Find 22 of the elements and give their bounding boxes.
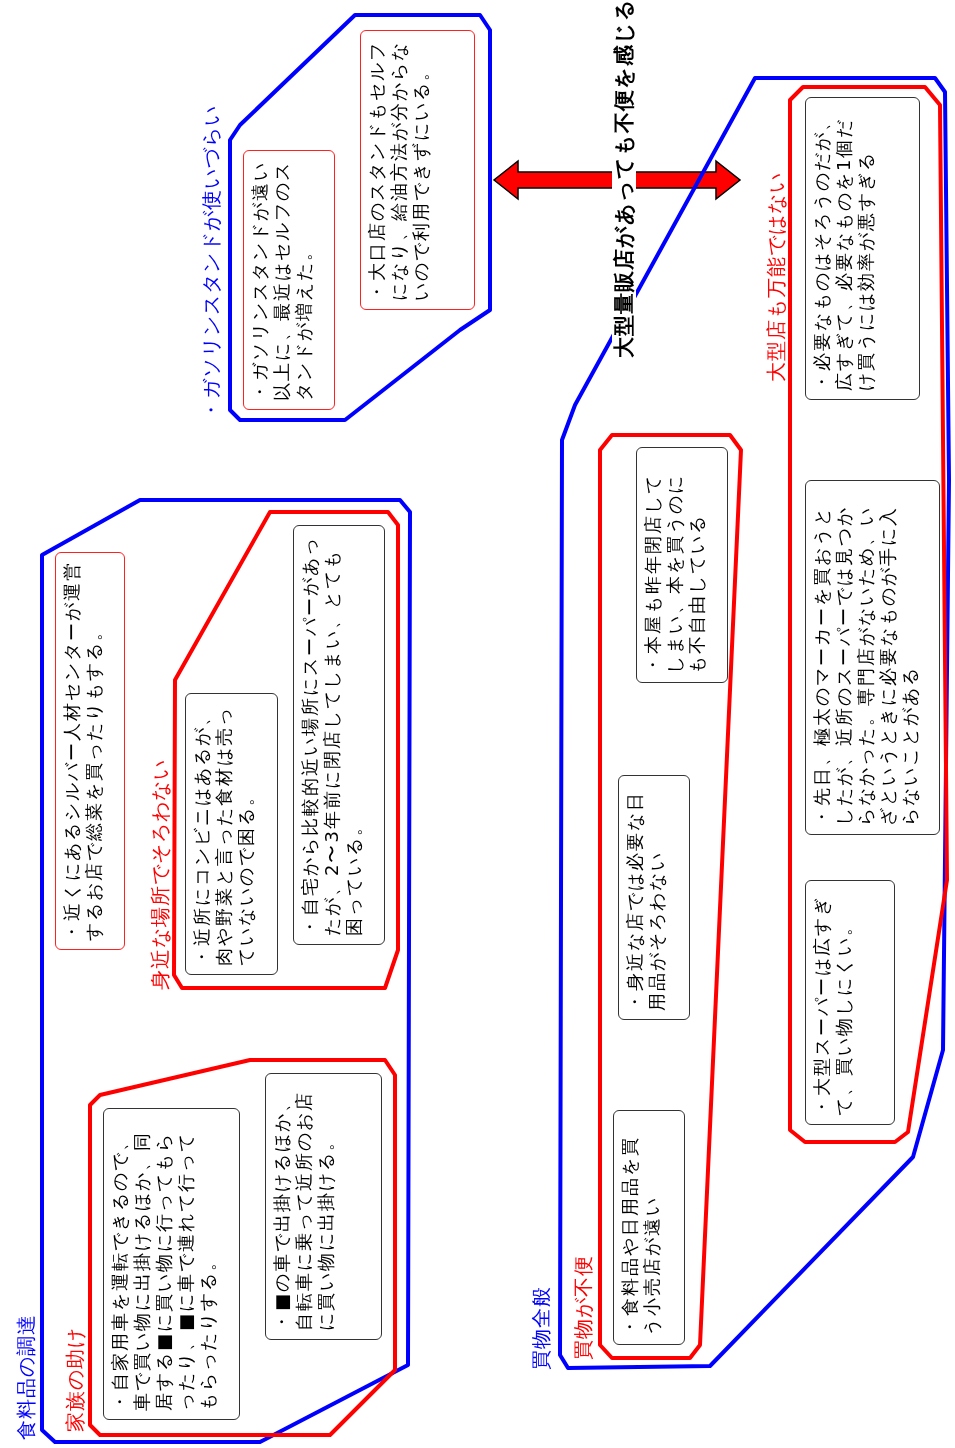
group-heading: 食料品の調達 <box>14 1314 38 1440</box>
edge-label: 大型量販店があっても不便を感じる <box>612 0 636 360</box>
group-heading: 身近な場所でそろわない <box>148 759 172 990</box>
note-card: ・大型スーパーは広すぎて、買い物しにくい。 <box>805 880 895 1125</box>
group-heading: ・ガソリンスタンドが使いづらい <box>199 105 223 420</box>
note-card: ・近所にコンビニはあるが、肉や野菜と言った食材は売っていないので困る。 <box>185 693 278 975</box>
note-card: ・先日、極太のマーカーを買おうとしたが、近所のスーパーでは見つからなかった。専門店がないため、いざというときに必要なものが手に入らないことがある <box>805 480 940 835</box>
group-heading: 家族の助け <box>63 1327 87 1432</box>
note-card: ・必要なものはそろうのだが、広すぎて、必要なものを1個だけ買うには効率が悪すぎる <box>805 97 920 400</box>
note-card: ・近くにあるシルバー人材センターが運営するお店で総菜を買ったりもする。 <box>55 552 125 950</box>
note-card: ・大口店のスタンドもセルフになり、給油方法が分からないので利用できずにいる。 <box>360 30 475 310</box>
double-arrow <box>492 159 742 201</box>
note-card: ・食料品や日用品を買う小売店が遠い <box>613 1110 685 1345</box>
group-heading: 大型店も万能ではない <box>764 172 788 382</box>
note-card: ・身近な店では必要な日用品がそろわない <box>618 775 690 1020</box>
note-card: ・本屋も昨年閉店してしまい、本を買うのにも不自由している <box>636 447 728 683</box>
note-card: ・自家用車を運転できるので、車で買い物に出掛けるほか、同居する■に買い物に行ってもらったり、■に車で連れて行ってもらったりする。 <box>103 1108 240 1420</box>
group-heading: 買物全般 <box>529 1286 553 1370</box>
note-card: ・自宅から比較的近い場所にスーパーがあったが、2〜3年前に閉店してしまい、とても困っている。 <box>293 525 385 945</box>
note-card: ・■の車で出掛けるほか、自転車に乗って近所のお店に買い物に出掛ける。 <box>265 1073 382 1340</box>
note-card: ・ガソリンスタンドが遠い以上に、最近はセルフのスタンドが増えた。 <box>243 150 335 410</box>
group-heading: 買物が不便 <box>571 1255 595 1360</box>
